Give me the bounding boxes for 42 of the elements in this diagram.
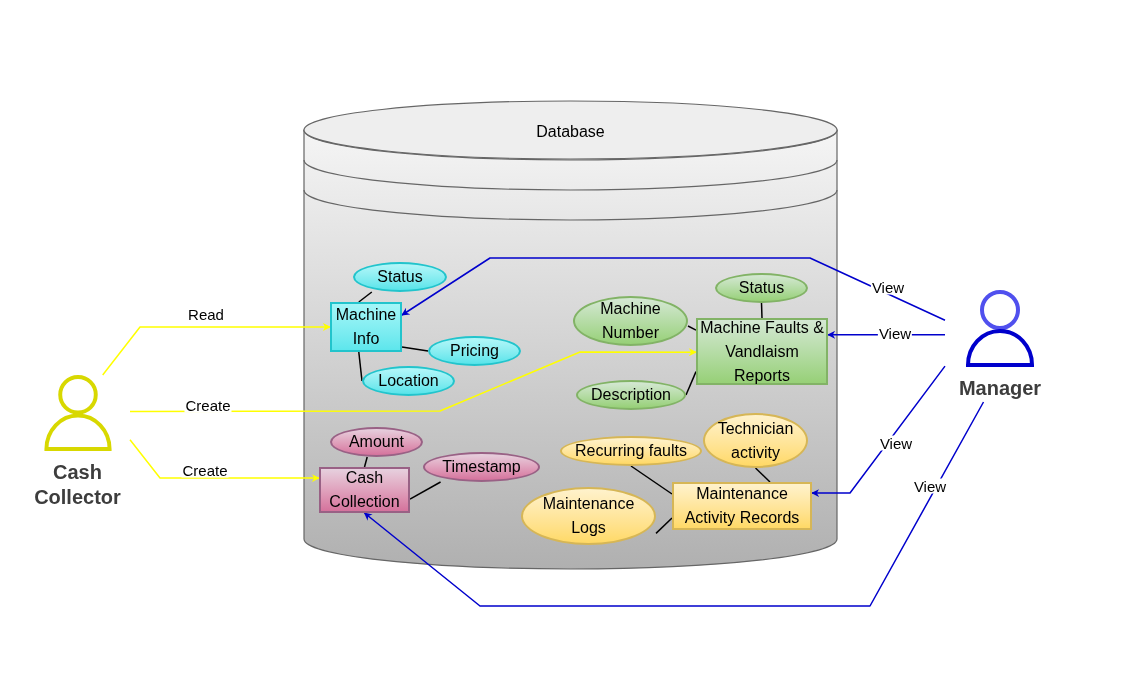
node-label: Maintenance Activity Records bbox=[683, 484, 801, 528]
node-label: Machine Info bbox=[334, 305, 398, 349]
arrow bbox=[811, 365, 946, 498]
connector-line bbox=[409, 481, 442, 500]
connector-line bbox=[685, 370, 697, 396]
arrow bbox=[129, 348, 697, 413]
connector-line bbox=[363, 456, 368, 468]
node-label: Timestamp bbox=[442, 457, 521, 477]
edge-label: View bbox=[878, 435, 914, 451]
edge-label: Read bbox=[187, 306, 225, 322]
node-label: Cash Collection bbox=[328, 468, 401, 512]
edge-label: View bbox=[877, 325, 913, 341]
connector-line bbox=[760, 302, 763, 319]
edge-label: View bbox=[870, 279, 906, 295]
arrow bbox=[401, 257, 946, 321]
node-label: Status bbox=[738, 278, 785, 298]
node-label: Status bbox=[377, 267, 423, 287]
node-label: Machine Number bbox=[599, 299, 662, 343]
connector-line bbox=[358, 291, 373, 303]
node-label: Pricing bbox=[450, 341, 499, 361]
node-label: Technician activity bbox=[717, 418, 794, 463]
connector-line bbox=[754, 467, 771, 483]
node-label: Machine Faults & Vandlaism Reports bbox=[699, 317, 825, 386]
arrow bbox=[363, 401, 985, 607]
node-label: Description bbox=[591, 385, 671, 405]
connector-line bbox=[687, 325, 697, 331]
node-label: Amount bbox=[348, 432, 405, 452]
node-label: Maintenance Logs bbox=[541, 494, 636, 538]
node-label: Location bbox=[378, 371, 439, 391]
connector-line bbox=[358, 351, 363, 382]
node-label: Recurring faults bbox=[574, 441, 687, 461]
connector-line bbox=[655, 517, 673, 535]
node-label: Cash Collector bbox=[34, 461, 121, 508]
edge-label: View bbox=[912, 478, 948, 494]
entity-box bbox=[319, 467, 410, 513]
arrow bbox=[129, 439, 320, 483]
connector-line bbox=[630, 465, 673, 495]
node-label: Manager bbox=[958, 377, 1042, 399]
entity-box bbox=[672, 482, 812, 530]
node-label: Database bbox=[536, 122, 605, 142]
arrow bbox=[101, 323, 331, 376]
connector-line bbox=[401, 346, 429, 352]
